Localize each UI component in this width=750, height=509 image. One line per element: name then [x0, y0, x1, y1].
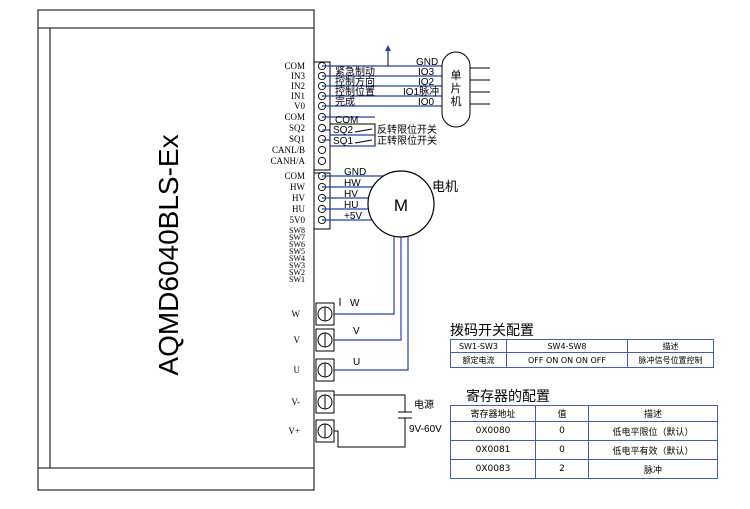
reg-row-3-desc: 脉冲 — [588, 459, 718, 479]
pin-label: CANL/B — [272, 145, 305, 155]
hall-hv: HV — [344, 189, 358, 200]
limit-sq2-desc: 反转限位开关 — [377, 123, 437, 136]
pin-terminal — [317, 145, 327, 155]
dip-config-table: SW1-SW3 SW4-SW8 描述 额定电流 OFF ON ON ON OFF… — [450, 339, 714, 368]
mcu-block — [441, 51, 471, 128]
pin-label: COM — [284, 171, 305, 181]
pin-label: 5V0 — [290, 215, 306, 225]
pin-label: SW3 — [289, 261, 305, 270]
hall-hu: HU — [344, 200, 358, 211]
signal-done: 完成 — [335, 95, 355, 108]
reg-header-value: 值 — [535, 405, 589, 422]
signal-position: 控制位置 — [335, 85, 375, 98]
signal-estop: 紧急制动 — [335, 65, 375, 78]
phase-u: U — [353, 357, 360, 368]
dip-config-title: 拨码开关配置 — [450, 323, 534, 339]
limit-sq1-desc: 正转限位开关 — [377, 134, 437, 147]
pin-label: SW1 — [289, 275, 305, 284]
pin-label: CANH/A — [270, 156, 305, 166]
motor-letter: M — [394, 196, 408, 215]
reg-row-3-value: 2 — [535, 459, 589, 479]
hall-gnd: GND — [344, 167, 366, 178]
terminal-label: U — [294, 365, 301, 375]
signal-gnd: GND — [416, 57, 438, 68]
limit-sq2-pin: SQ2 — [333, 125, 353, 136]
pin-label: HU — [292, 204, 305, 214]
register-config-title: 寄存器的配置 — [466, 389, 550, 405]
reg-row-2-desc: 低电平有效（默认） — [588, 440, 718, 460]
top-pin-group: COMIN3IN2IN1V0COMSQ2SQ1CANL/BCANH/ACOMHW… — [270, 61, 327, 284]
limit-sq1-pin: SQ1 — [333, 136, 353, 147]
terminal-label: V+ — [288, 426, 300, 436]
pin-label: V0 — [294, 101, 305, 111]
phase-w: W — [350, 298, 360, 309]
reg-row-2-value: 0 — [535, 440, 589, 460]
motor-title: 电机 — [432, 179, 458, 194]
reg-row-2-address: 0X0081 — [450, 440, 536, 460]
dip-cell-switches: OFF ON ON ON OFF — [506, 352, 628, 368]
terminal-label: V- — [291, 397, 300, 407]
pin-label: SQ2 — [289, 123, 305, 133]
pin-label: SW4 — [289, 254, 305, 263]
pin-label: SW2 — [289, 268, 305, 277]
pin-label: IN1 — [291, 91, 305, 101]
reg-row-1-desc: 低电平限位（默认） — [588, 421, 718, 441]
pin-label: COM — [284, 61, 305, 71]
terminal-label: V — [294, 335, 301, 345]
power-title: 电源 — [414, 398, 434, 411]
signal-io3: IO3 — [418, 67, 435, 78]
dip-header-3: 描述 — [627, 339, 714, 353]
pin-terminal — [317, 134, 327, 144]
hall-5v: +5V — [344, 211, 362, 222]
reg-header-desc: 描述 — [588, 405, 718, 422]
dip-cell-desc: 脉冲信号位置控制 — [627, 352, 714, 368]
pin-label: COM — [284, 112, 305, 122]
driver-body-outline — [37, 9, 315, 491]
signal-io1: IO1脉冲 — [403, 85, 439, 98]
dip-cell-current: 额定电流 — [450, 352, 507, 368]
dip-header-1: SW1-SW3 — [450, 339, 507, 353]
pin-label: HV — [292, 193, 305, 203]
pin-label: SW7 — [289, 233, 305, 242]
signal-io2: IO2 — [418, 77, 435, 88]
reg-header-address: 寄存器地址 — [450, 405, 536, 422]
mcu-label-1: 单 — [451, 69, 462, 82]
phase-v: V — [353, 326, 360, 337]
reg-row-3-address: 0X0083 — [450, 459, 536, 479]
dip-header-2: SW4-SW8 — [506, 339, 628, 353]
terminal-label: W — [292, 309, 301, 319]
pin-label: IN3 — [291, 71, 305, 81]
signal-io0: IO0 — [418, 97, 435, 108]
reg-row-1-value: 0 — [535, 421, 589, 441]
ground-arrow-icon — [385, 45, 391, 51]
limit-com: COM — [335, 115, 358, 126]
mcu-label-3: 机 — [451, 94, 462, 108]
pin-label: HW — [290, 182, 305, 192]
pin-label: SW5 — [289, 247, 305, 256]
pin-terminal — [317, 156, 327, 166]
pin-label: SQ1 — [289, 134, 305, 144]
driver-model: AQMD6040BLS-Ex — [153, 134, 184, 375]
pin-label: SW6 — [289, 240, 305, 249]
signal-direction: 控制方向 — [335, 75, 375, 88]
reg-row-1-address: 0X0080 — [450, 421, 536, 441]
register-config-table: 寄存器地址 值 描述 0X0080 0 低电平限位（默认） 0X0081 0 低… — [450, 405, 718, 479]
power-range: 9V-60V — [409, 424, 442, 435]
power-terminal-group: W V U V- V+ — [288, 302, 335, 443]
pin-label: SW8 — [289, 226, 305, 235]
hall-hw: HW — [344, 178, 361, 189]
mcu-label-2: 片 — [451, 82, 462, 95]
pin-label: IN2 — [291, 81, 305, 91]
